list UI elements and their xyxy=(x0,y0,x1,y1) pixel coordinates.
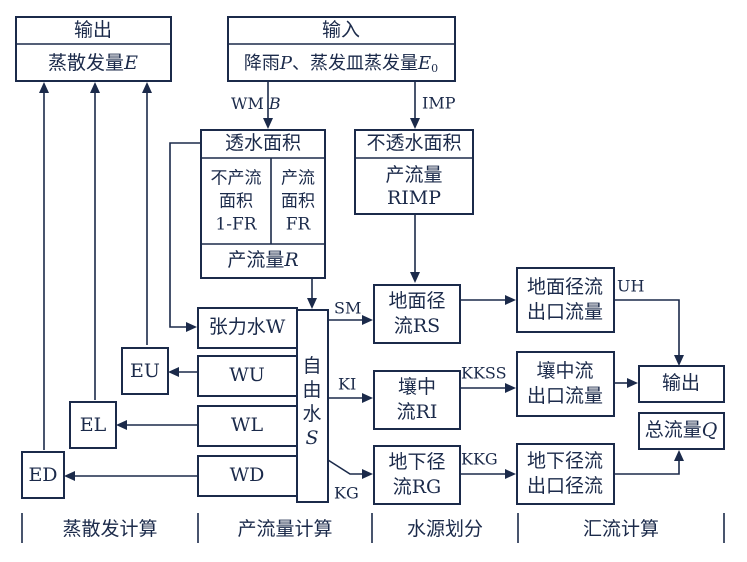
svg-text:流RS: 流RS xyxy=(394,315,440,337)
interflow-outlet-box: 壤中流 出口流量 xyxy=(516,351,615,417)
svg-text:出口流量: 出口流量 xyxy=(527,301,603,323)
input-box: 输入 降雨P、蒸发皿蒸发量E0 xyxy=(227,16,456,82)
svg-text:EU: EU xyxy=(130,360,160,382)
label-wm: WM B xyxy=(231,94,281,113)
svg-text:流RI: 流RI xyxy=(397,401,438,423)
runoff-area-line-1: 产流 xyxy=(281,169,315,189)
eu-box: EU xyxy=(121,347,169,395)
runoff-r-label: 产流量R xyxy=(227,249,298,271)
label-sm: SM xyxy=(334,299,361,318)
input-variables: 降雨P、蒸发皿蒸发量E0 xyxy=(244,53,438,75)
svg-text:ED: ED xyxy=(28,464,57,486)
free-water-symbol: S xyxy=(305,427,318,449)
label-imp: IMP xyxy=(422,94,456,113)
total-flow-box: 总流量Q xyxy=(638,412,725,450)
label-kkss: KKSS xyxy=(461,364,507,383)
svg-text:WD: WD xyxy=(230,464,265,486)
svg-text:WL: WL xyxy=(231,414,264,436)
nonrunoff-line-2: 面积 xyxy=(219,192,253,212)
free-water-box: 自 由 水 S xyxy=(296,309,329,503)
free-water-char-3: 水 xyxy=(302,403,321,425)
svg-text:EL: EL xyxy=(80,414,107,436)
section-flow-routing: 汇流计算 xyxy=(583,518,659,540)
svg-text:地面径流: 地面径流 xyxy=(527,276,603,298)
ed-box: ED xyxy=(21,451,65,499)
section-source-partition: 水源划分 xyxy=(407,518,483,540)
svg-text:出口流量: 出口流量 xyxy=(527,385,603,407)
rimp-line-1: 产流量 xyxy=(385,164,442,186)
interflow-box: 壤中 流RI xyxy=(373,370,461,430)
svg-text:流RG: 流RG xyxy=(393,476,441,498)
runoff-area-line-3: FR xyxy=(286,215,312,235)
runoff-area-line-2: 面积 xyxy=(281,192,315,212)
svg-text:WU: WU xyxy=(229,364,265,386)
section-evapotranspiration: 蒸散发计算 xyxy=(62,518,157,540)
pervious-title: 透水面积 xyxy=(225,132,301,154)
svg-text:出口径流: 出口径流 xyxy=(527,475,603,497)
svg-text:地下径流: 地下径流 xyxy=(527,450,603,472)
wd-box: WD xyxy=(197,455,298,497)
output-evaporation-box: 输出 蒸散发量E xyxy=(15,16,172,82)
label-uh: UH xyxy=(617,277,644,296)
section-dividers xyxy=(21,513,725,543)
section-runoff-generation: 产流量计算 xyxy=(237,518,332,540)
total-flow-label: 总流量Q xyxy=(645,419,718,441)
groundwater-outlet-box: 地下径流 出口径流 xyxy=(516,443,615,505)
output-title: 输出 xyxy=(74,19,112,41)
el-box: EL xyxy=(69,401,117,449)
impervious-area-box: 不透水面积 产流量 RIMP xyxy=(354,129,474,215)
svg-text:地面径: 地面径 xyxy=(388,290,445,312)
svg-text:输出: 输出 xyxy=(662,372,700,394)
final-output-box: 输出 xyxy=(638,365,725,403)
free-water-char-2: 由 xyxy=(302,379,321,401)
svg-text:壤中: 壤中 xyxy=(398,376,436,398)
groundwater-box: 地下径 流RG xyxy=(373,445,461,505)
tension-water-box: 张力水W xyxy=(197,307,298,349)
nonrunoff-line-1: 不产流 xyxy=(211,169,262,189)
evaporation-label: 蒸散发量E xyxy=(48,52,138,74)
svg-text:张力水W: 张力水W xyxy=(209,316,286,338)
free-water-char-1: 自 xyxy=(302,355,321,377)
nonrunoff-line-3: 1-FR xyxy=(215,215,257,235)
label-kkg: KKG xyxy=(461,450,498,469)
wl-box: WL xyxy=(197,405,298,447)
input-title: 输入 xyxy=(322,19,360,41)
label-kg: KG xyxy=(334,484,359,503)
label-ki: KI xyxy=(338,375,356,394)
wu-box: WU xyxy=(197,355,298,397)
connectors xyxy=(39,82,684,481)
svg-text:地下径: 地下径 xyxy=(388,451,445,473)
rimp-line-2: RIMP xyxy=(387,187,441,209)
surface-runoff-box: 地面径 流RS xyxy=(373,284,461,344)
impervious-title: 不透水面积 xyxy=(366,132,461,154)
pervious-area-box: 透水面积 不产流 面积 1-FR 产流 面积 FR 产流量R xyxy=(200,129,326,279)
svg-text:壤中流: 壤中流 xyxy=(536,360,593,382)
surface-outlet-box: 地面径流 出口流量 xyxy=(516,267,615,333)
